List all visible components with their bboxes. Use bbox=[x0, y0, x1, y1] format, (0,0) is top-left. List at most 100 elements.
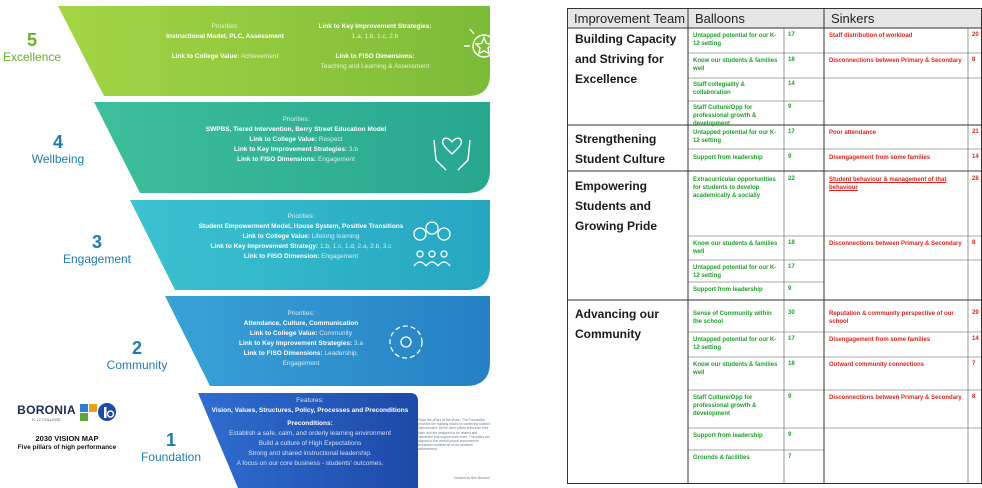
level-name: Excellence bbox=[2, 50, 62, 64]
footnote-text: Place the pillars of the Vision. The Fou… bbox=[418, 418, 490, 452]
balloon-value: 7 bbox=[788, 454, 792, 460]
level-number: 1 bbox=[165, 430, 176, 450]
sinker-value: 14 bbox=[972, 154, 979, 160]
balloon-value: 18 bbox=[788, 240, 795, 246]
team-name: Building Capacity and Striving for Excel… bbox=[575, 32, 677, 86]
sinker-item: Disengagement from some families bbox=[829, 337, 931, 343]
level-2-label: 2 Community bbox=[102, 338, 172, 372]
sinker-value: 8 bbox=[972, 394, 976, 400]
level-name: Community bbox=[106, 358, 168, 372]
balloon-value: 17 bbox=[788, 264, 795, 270]
sinker-value: 28 bbox=[972, 176, 979, 182]
sinker-value: 7 bbox=[972, 361, 976, 367]
balloon-value: 9 bbox=[788, 104, 792, 110]
balloon-value: 9 bbox=[788, 286, 792, 292]
balloon-item: Untapped potential for our K-12 setting bbox=[693, 33, 777, 47]
balloon-item: Untapped potential for our K-12 setting bbox=[693, 130, 777, 144]
team-name: Strengthening Student Culture bbox=[575, 132, 665, 166]
balloon-item: Know our students & families well bbox=[693, 58, 778, 72]
sinker-value: 29 bbox=[972, 310, 979, 316]
people-ideas-icon bbox=[413, 221, 451, 267]
balloon-item: Staff collegiality & collaboration bbox=[693, 82, 746, 96]
college-logo-icon bbox=[79, 403, 116, 421]
tier-2-band bbox=[165, 296, 490, 386]
team-name: Advancing our Community bbox=[575, 307, 660, 341]
tier-2-text: Priorities: Attendance, Culture, Communi… bbox=[239, 310, 363, 367]
funnel-graphic bbox=[58, 6, 499, 488]
team-name: Empowering Students and Growing Pride bbox=[575, 179, 658, 233]
tier-1-band bbox=[198, 393, 418, 488]
map-title: 2030 VISION MAP bbox=[35, 434, 99, 443]
tier-4-band bbox=[94, 102, 490, 193]
balloon-item: Support from leadership bbox=[693, 155, 763, 161]
heart-hands-icon bbox=[433, 137, 471, 171]
map-subtitle: Five pillars of high performance bbox=[17, 444, 117, 451]
sinker-item: Disengagement from some families bbox=[829, 155, 931, 161]
level-number: 4 bbox=[52, 132, 63, 152]
tier-3-band bbox=[130, 200, 490, 290]
star-hand-icon bbox=[464, 28, 499, 58]
balloon-item: Support from leadership bbox=[693, 287, 763, 293]
level-number: 5 bbox=[26, 30, 37, 50]
sinker-item: Student behaviour & management of that b… bbox=[829, 177, 947, 191]
sinker-item: Outward community connections bbox=[829, 362, 925, 368]
sinker-value: 21 bbox=[972, 129, 979, 135]
header-team: Improvement Team bbox=[574, 11, 686, 26]
tier-3-text: Priorities: Student Empowerment Model, H… bbox=[198, 213, 404, 260]
level-number: 2 bbox=[131, 338, 142, 358]
balloon-value: 30 bbox=[788, 310, 795, 316]
college-logo-subtext: K-12 COLLEGE bbox=[32, 416, 61, 422]
balloon-value: 9 bbox=[788, 394, 792, 400]
balloon-value: 17 bbox=[788, 336, 795, 342]
balloon-item: Grounds & facilities bbox=[693, 455, 750, 461]
sinker-item: Poor attendance bbox=[829, 130, 877, 136]
college-logo-text: BORONIA bbox=[17, 402, 76, 417]
vision-map: 5 Excellence 4 Wellbeing 3 Engagement 2 … bbox=[2, 6, 499, 488]
tier-5-band bbox=[58, 6, 490, 96]
balloon-value: 17 bbox=[788, 32, 795, 38]
balloon-value: 18 bbox=[788, 57, 795, 63]
sinker-value: 8 bbox=[972, 57, 976, 63]
balloon-item: Support from leadership bbox=[693, 433, 763, 439]
credit-text: Created by Ben Brunsch bbox=[454, 476, 490, 480]
header-sinkers: Sinkers bbox=[831, 11, 875, 26]
sinker-item: Disconnections between Primary & Seconda… bbox=[829, 58, 962, 64]
header-balloons: Balloons bbox=[695, 11, 745, 26]
logo-block: BORONIA K-12 COLLEGE 2030 VISION MAP Fiv… bbox=[8, 400, 126, 452]
level-name: Foundation bbox=[140, 450, 202, 464]
balloon-value: 9 bbox=[788, 432, 792, 438]
balloon-item: Staff Culture/Opp for professional growt… bbox=[693, 395, 757, 417]
community-ring-icon bbox=[389, 325, 423, 359]
balloon-item: Untapped potential for our K-12 setting bbox=[693, 265, 777, 279]
sinker-item: Staff distribution of workload bbox=[829, 33, 913, 39]
sinker-value: 20 bbox=[972, 32, 979, 38]
balloon-item: Know our students & families well bbox=[693, 362, 778, 376]
level-name: Wellbeing bbox=[31, 152, 85, 166]
tier-4-text: Priorities: SWPBS, Tiered Intervention, … bbox=[205, 116, 387, 163]
level-1-label: 1 Foundation bbox=[136, 430, 206, 464]
level-4-label: 4 Wellbeing bbox=[28, 132, 88, 166]
balloon-value: 14 bbox=[788, 81, 795, 87]
balloon-item: Know our students & families well bbox=[693, 241, 778, 255]
balloon-item: Extracurricular opportunities for studen… bbox=[693, 177, 776, 199]
sinker-item: Disconnections between Primary & Seconda… bbox=[829, 241, 962, 247]
tier-5-text-right: Link to Key Improvement Strategies: 1.a,… bbox=[318, 23, 432, 70]
balloon-value: 9 bbox=[788, 154, 792, 160]
tier-1-text: Features: Vision, Values, Structures, Po… bbox=[211, 397, 409, 467]
balloon-value: 18 bbox=[788, 361, 795, 367]
sinker-value: 14 bbox=[972, 336, 979, 342]
improvement-table: Improvement Team Balloons Sinkers Buildi… bbox=[567, 8, 982, 484]
sinker-item: Reputation & community perspective of ou… bbox=[829, 311, 954, 325]
sinker-item: Disconnections between Primary & Seconda… bbox=[829, 395, 962, 401]
balloon-item: Sense of Community within the school bbox=[693, 311, 772, 325]
balloon-item: Staff Culture/Opp for professional growt… bbox=[693, 105, 757, 127]
balloon-value: 22 bbox=[788, 176, 795, 182]
level-number: 3 bbox=[91, 232, 102, 252]
sinker-value: 8 bbox=[972, 240, 976, 246]
level-name: Engagement bbox=[62, 252, 132, 266]
table-grid bbox=[567, 8, 982, 484]
level-3-label: 3 Engagement bbox=[62, 232, 132, 266]
balloon-item: Untapped potential for our K-12 setting bbox=[693, 337, 777, 351]
balloon-value: 17 bbox=[788, 129, 795, 135]
level-5-label: 5 Excellence bbox=[2, 30, 62, 64]
